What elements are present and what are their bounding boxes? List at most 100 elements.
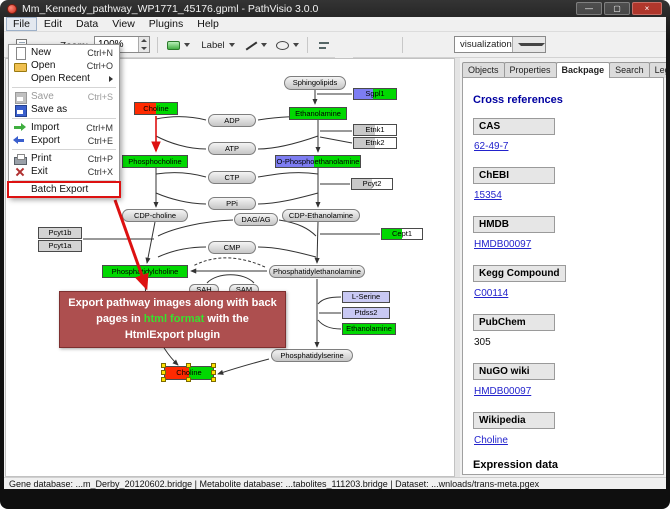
pathway-node-ppi[interactable]: PPi — [208, 197, 256, 210]
minimize-button[interactable]: — — [576, 2, 602, 15]
window-title: Mm_Kennedy_pathway_WP1771_45176.gpml - P… — [22, 3, 319, 15]
print-icon — [13, 153, 27, 165]
menu-view[interactable]: View — [112, 18, 135, 30]
selection-handle[interactable] — [186, 363, 191, 368]
selection-handle[interactable] — [211, 370, 216, 375]
pathway-node-ethanolamine[interactable]: Ethanolamine — [289, 107, 347, 120]
crossref-link[interactable]: C00114 — [474, 288, 509, 299]
selection-handle[interactable] — [211, 363, 216, 368]
tab-legend[interactable]: Legend — [648, 62, 666, 78]
side-panel: ObjectsPropertiesBackpageSearchLegend Cr… — [460, 58, 666, 477]
section-header: Wikipedia — [473, 412, 555, 429]
pathway-node-sgpl1[interactable]: Sgpl1 — [353, 88, 397, 100]
pathway-node-etnk2[interactable]: Etnk2 — [353, 137, 397, 149]
section-header: Kegg Compound — [473, 265, 566, 282]
panel-splitter[interactable] — [455, 58, 460, 477]
menu-item-shortcut: Ctrl+O — [86, 60, 113, 71]
menu-item-label: Export — [31, 135, 60, 146]
pathway-node-phosphatidylcholine[interactable]: Phosphatidylcholine — [102, 265, 188, 278]
section-header: ChEBI — [473, 167, 555, 184]
pathway-node-cdp-choline[interactable]: CDP-choline — [122, 209, 188, 222]
pathway-node-choline[interactable]: Choline — [161, 363, 216, 382]
pathway-node-adp[interactable]: ADP — [208, 114, 256, 127]
pathway-node-pcyt1b[interactable]: Pcyt1b — [38, 227, 82, 239]
pathway-node-ethanolamine[interactable]: Ethanolamine — [342, 323, 396, 335]
file-menu-item-open-recent[interactable]: Open Recent — [9, 72, 119, 85]
zoom-spinner[interactable] — [138, 37, 149, 52]
spin-up-icon[interactable] — [139, 37, 149, 45]
menu-item-shortcut: Ctrl+S — [87, 91, 113, 102]
crossref-link[interactable]: HMDB00097 — [474, 239, 532, 250]
file-menu-item-save-as[interactable]: Save as — [9, 103, 119, 117]
align-horizontal-icon[interactable] — [314, 36, 332, 54]
tab-properties[interactable]: Properties — [503, 62, 557, 78]
selection-handle[interactable] — [211, 377, 216, 382]
pathway-node-l-serine[interactable]: L-Serine — [342, 291, 390, 303]
file-menu-item-batch-export[interactable]: Batch Export — [9, 183, 119, 196]
pathway-node-ptdss2[interactable]: Ptdss2 — [342, 307, 390, 319]
menu-edit[interactable]: Edit — [43, 18, 63, 30]
toolbar-separator — [402, 37, 403, 53]
selection-handle[interactable] — [161, 377, 166, 382]
titlebar[interactable]: Mm_Kennedy_pathway_WP1771_45176.gpml - P… — [0, 0, 670, 17]
menu-file[interactable]: File — [6, 17, 37, 31]
spin-down-icon[interactable] — [139, 44, 149, 52]
section-header: HMDB — [473, 216, 555, 233]
crossref-link[interactable]: Choline — [474, 435, 508, 446]
pathway-node-sphingolipids[interactable]: Sphingolipids — [284, 76, 346, 90]
pathway-node-ctp[interactable]: CTP — [208, 171, 256, 184]
expression-data-heading: Expression data — [473, 459, 558, 471]
pathway-node-cmp[interactable]: CMP — [208, 241, 256, 254]
tab-backpage[interactable]: Backpage — [555, 62, 611, 78]
maximize-button[interactable]: ▢ — [604, 2, 630, 15]
visualization-dropdown[interactable]: visualization — [454, 36, 546, 53]
pathway-node-cept1[interactable]: Cept1 — [381, 228, 423, 240]
selection-handle[interactable] — [161, 370, 166, 375]
crossref-link[interactable]: 15354 — [474, 190, 502, 201]
pathway-node-atp[interactable]: ATP — [208, 142, 256, 155]
crossref-link[interactable]: HMDB00097 — [474, 386, 532, 397]
pathway-node-o-phosphoethanolamine[interactable]: O-Phosphoethanolamine — [275, 155, 361, 168]
pathway-node-phosphatidylserine[interactable]: Phosphatidylserine — [271, 349, 353, 362]
no-icon — [13, 184, 27, 196]
dropdown-button[interactable] — [511, 37, 545, 52]
pathway-node-pcyt1a[interactable]: Pcyt1a — [38, 240, 82, 252]
tab-objects[interactable]: Objects — [462, 62, 505, 78]
label-tool-dropdown[interactable]: Label — [196, 36, 240, 54]
menu-help[interactable]: Help — [197, 18, 219, 30]
menu-separator — [12, 180, 116, 181]
section-header: PubChem — [473, 314, 555, 331]
pathway-node-phosphatidylethanolamine[interactable]: Phosphatidylethanolamine — [269, 265, 365, 278]
line-tool-dropdown[interactable] — [243, 36, 270, 54]
menu-item-label: Open Recent — [31, 73, 90, 84]
shape-tool-dropdown[interactable] — [273, 36, 302, 54]
menu-plugins[interactable]: Plugins — [148, 18, 184, 30]
pathway-node-choline[interactable]: Choline — [134, 102, 178, 115]
pathway-node-etnk1[interactable]: Etnk1 — [353, 124, 397, 136]
close-button[interactable]: × — [632, 2, 662, 15]
menu-separator — [12, 149, 116, 150]
crossref-link[interactable]: 62-49-7 — [474, 141, 509, 152]
pathway-node-pcyt2[interactable]: Pcyt2 — [351, 178, 393, 190]
pathway-node-phosphocholine[interactable]: Phosphocholine — [122, 155, 188, 168]
submenu-arrow-icon — [109, 75, 113, 82]
menu-data[interactable]: Data — [76, 18, 99, 30]
selection-handle[interactable] — [186, 377, 191, 382]
pathway-node-cdp-ethanolamine[interactable]: CDP-Ethanolamine — [282, 209, 360, 222]
selection-handle[interactable] — [161, 363, 166, 368]
annotation-text: with the HtmlExport plugin — [124, 312, 249, 341]
datanode-type-dropdown[interactable] — [163, 36, 193, 54]
pathway-node-dag-ag[interactable]: DAG/AG — [234, 213, 278, 226]
menu-item-shortcut: Ctrl+M — [86, 122, 113, 133]
tab-search[interactable]: Search — [609, 62, 650, 78]
